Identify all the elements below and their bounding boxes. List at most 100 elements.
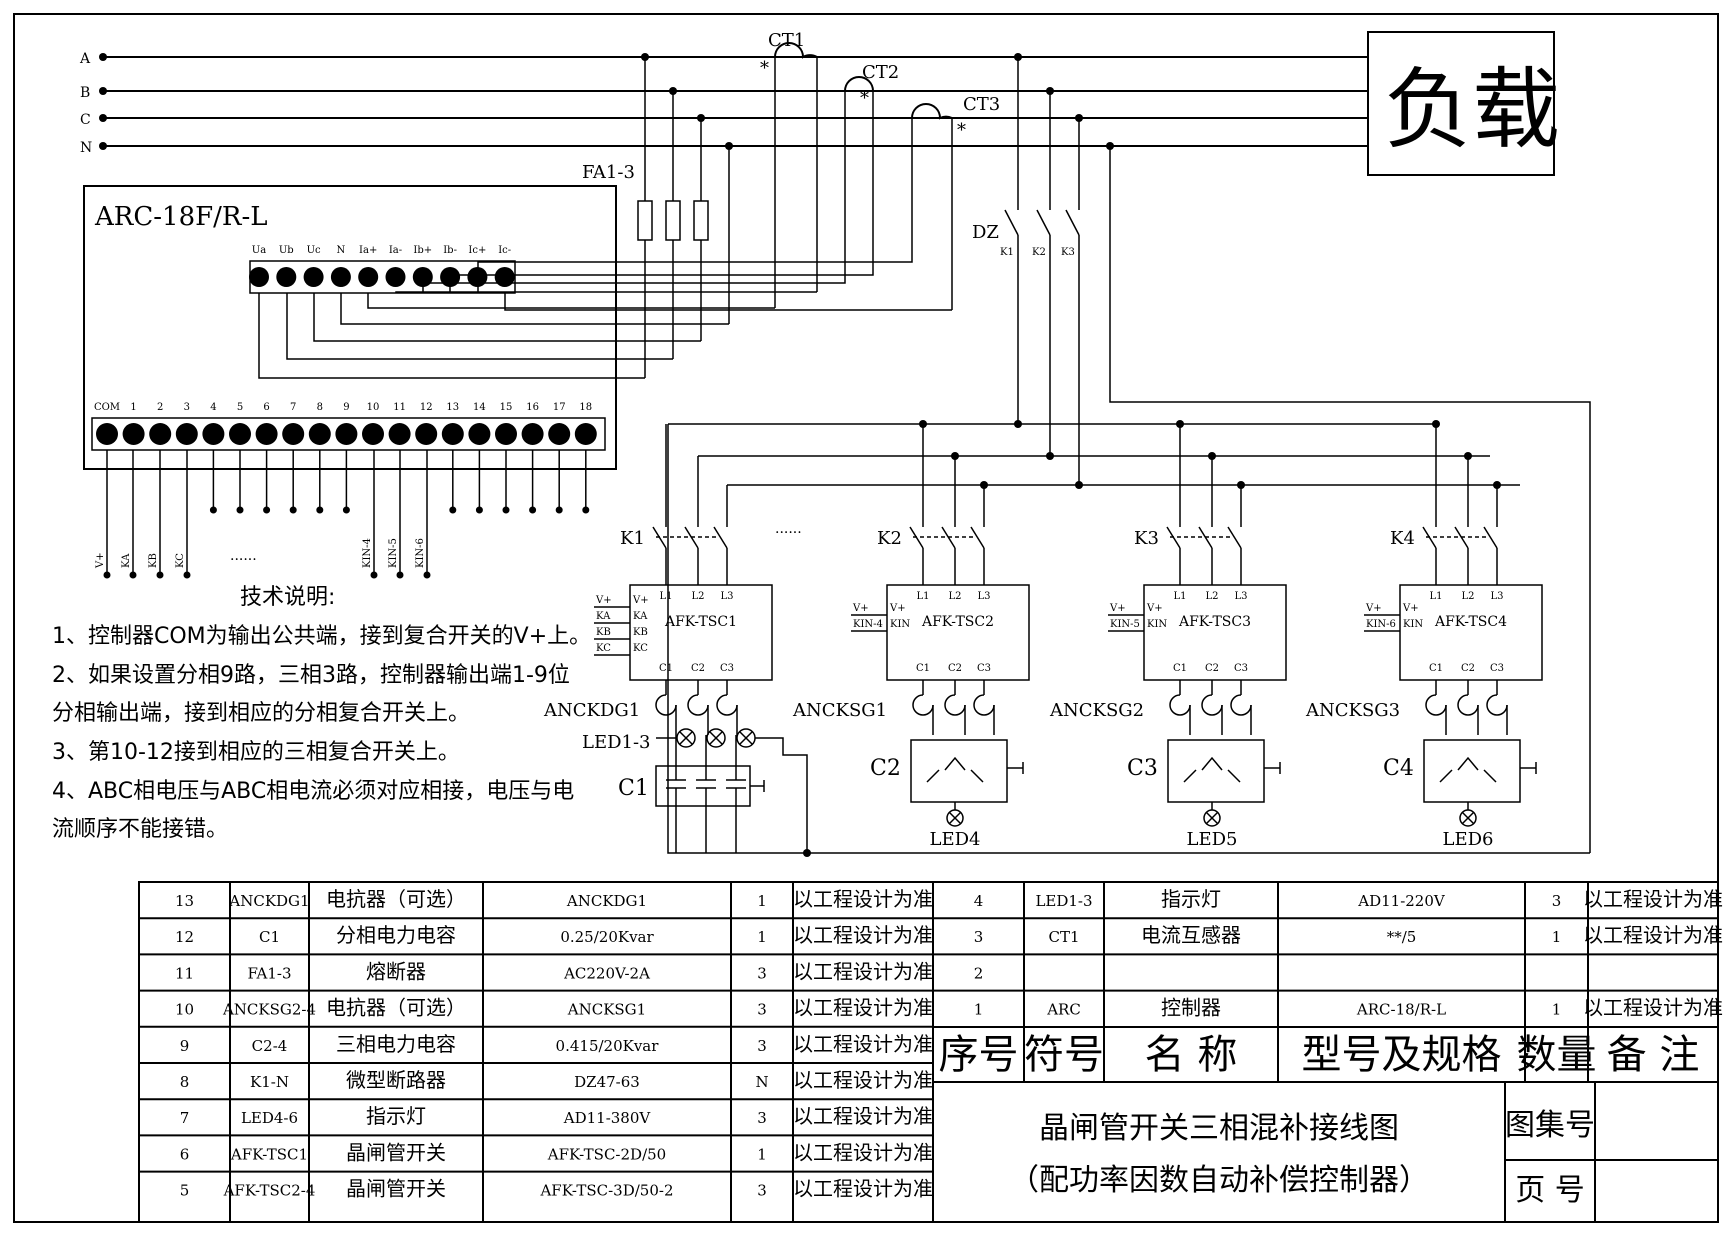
- table-cell: 7: [180, 1109, 190, 1127]
- table-cell: AFK-TSC-3D/50-2: [539, 1182, 673, 1200]
- module-input-label: KC: [633, 643, 648, 654]
- module-input-wire-label: KB: [596, 627, 611, 638]
- table-cell: 以工程设计为准: [793, 996, 933, 1020]
- led-label: LED6: [1443, 829, 1494, 850]
- module-input-label: V+: [1402, 603, 1419, 614]
- table-cell: ARC-18/R-L: [1356, 1001, 1446, 1019]
- output-terminal: [548, 423, 571, 445]
- note-line-4: 3、第10-12接到相应的三相复合开关上。: [52, 740, 460, 765]
- tsc-module: [886, 584, 1030, 681]
- input-terminal: [358, 267, 379, 287]
- reactor-label: ANCKSG1: [792, 700, 887, 721]
- table-cell: 以工程设计为准: [793, 887, 933, 911]
- breaker-label: DZ: [972, 222, 999, 243]
- table-cell: 微型断路器: [346, 1068, 446, 1092]
- output-wire-label: KB: [148, 553, 159, 568]
- table-cell: 1: [757, 892, 767, 910]
- note-line-3: 分相输出端，接到相应的分相复合开关上。: [52, 701, 470, 726]
- distribution-rails: [667, 420, 1590, 857]
- table-cell: 3: [757, 1001, 767, 1019]
- table-cell: ARC: [1046, 1001, 1081, 1019]
- table-header-cell: 名 称: [1145, 1032, 1238, 1078]
- output-terminal-label: 8: [317, 402, 323, 413]
- module-pin-label: L3: [1234, 591, 1247, 602]
- module-pin-label: C3: [1490, 663, 1504, 674]
- table-cell: 晶闸管开关: [346, 1140, 446, 1164]
- module-pin-label: L2: [1461, 591, 1474, 602]
- tsc-module: [1399, 584, 1543, 681]
- controller-output-wiring: ......: [103, 450, 590, 579]
- table-cell: 指示灯: [366, 1104, 426, 1128]
- table-cell: 以工程设计为准: [793, 923, 933, 947]
- led-label: LED4: [930, 829, 981, 850]
- drawing-title: 晶闸管开关三相混补接线图: [1039, 1111, 1399, 1146]
- table-cell: 熔断器: [366, 959, 426, 983]
- atlas-number-label: 图集号: [1505, 1108, 1595, 1143]
- module-pin-label: C3: [977, 663, 991, 674]
- technical-notes: 技术说明: 1、控制器COM为输出公共端，接到复合开关的V+上。 2、如果设置分…: [52, 585, 591, 842]
- input-terminal-label: Ua: [252, 245, 266, 256]
- tsc-module-name: AFK-TSC2: [921, 614, 994, 630]
- output-terminal-label: 7: [290, 402, 296, 413]
- led-label: LED1-3: [582, 732, 651, 753]
- output-terminal: [415, 423, 438, 445]
- table-cell: 1: [974, 1001, 984, 1019]
- table-cell: 晶闸管开关: [346, 1177, 446, 1201]
- bus-label-n: N: [80, 140, 92, 156]
- output-terminal: [96, 423, 118, 445]
- module-input-wire-label: V+: [1365, 603, 1382, 614]
- output-terminal: [175, 423, 198, 445]
- input-terminal-label: Ib+: [413, 245, 432, 256]
- table-cell: 11: [175, 964, 194, 982]
- bus-label-b: B: [80, 85, 90, 101]
- input-terminal: [494, 267, 515, 287]
- current-transformers: CT1 CT2 CT3 * * *: [760, 30, 1000, 141]
- table-cell: 3: [757, 1182, 767, 1200]
- breaker-pole-1: K1: [1000, 247, 1014, 258]
- input-terminal: [385, 267, 406, 287]
- module-pin-label: L1: [659, 591, 672, 602]
- table-cell: DZ47-63: [574, 1073, 640, 1091]
- table-cell: 以工程设计为准: [1583, 923, 1723, 947]
- module-pin-label: L1: [916, 591, 929, 602]
- table-cell: AC220V-2A: [563, 964, 650, 982]
- module-pin-label: C2: [1205, 663, 1219, 674]
- table-header-cell: 型号及规格: [1302, 1032, 1502, 1078]
- switch-breaker-label: K1: [620, 528, 645, 549]
- output-terminal-label: 1: [130, 402, 136, 413]
- table-cell: 13: [175, 892, 194, 910]
- module-input-wire-label: KC: [596, 643, 611, 654]
- table-cell: 2: [974, 964, 984, 982]
- module-input-wire-label: V+: [1109, 603, 1126, 614]
- output-wire-label: V+: [95, 552, 106, 569]
- controller-input-wiring: [258, 248, 952, 379]
- capacitor-box: [910, 739, 1008, 803]
- module-pin-label: C1: [1429, 663, 1443, 674]
- output-terminal-label: 18: [579, 402, 592, 413]
- reactor-label: ANCKDG1: [543, 700, 640, 721]
- output-terminal-label: COM: [94, 402, 120, 413]
- table-cell: 以工程设计为准: [793, 1104, 933, 1128]
- tsc-module-name: AFK-TSC1: [664, 614, 737, 630]
- table-cell: C2-4: [252, 1037, 288, 1055]
- module-input-wire-label: KIN-5: [1110, 619, 1140, 630]
- table-cell: AFK-TSC2-4: [223, 1182, 316, 1200]
- table-cell: 0.415/20Kvar: [556, 1037, 660, 1055]
- output-terminal-label: 17: [553, 402, 566, 413]
- module-pin-label: L3: [720, 591, 733, 602]
- branch-ellipsis: ......: [775, 521, 802, 537]
- module-input-label: KIN: [1403, 619, 1423, 630]
- ct1-label: CT1: [768, 30, 805, 51]
- table-cell: 10: [175, 1001, 194, 1019]
- table-cell: ANCKDG1: [228, 892, 309, 910]
- module-pin-label: C2: [948, 663, 962, 674]
- input-terminal: [412, 267, 433, 287]
- table-cell: AFK-TSC1: [230, 1145, 308, 1163]
- table-cell: 三相电力电容: [336, 1032, 456, 1056]
- input-terminal: [303, 267, 324, 287]
